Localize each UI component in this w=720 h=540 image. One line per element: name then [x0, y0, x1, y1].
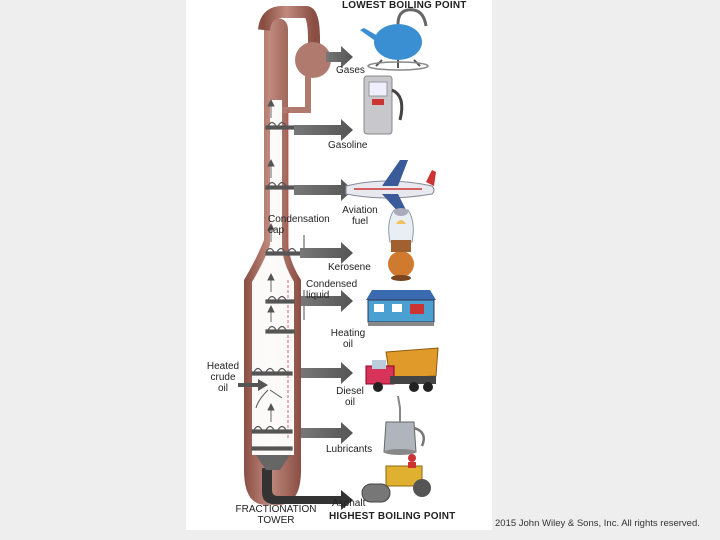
- house-icon: [366, 290, 436, 326]
- label-asphalt: Asphalt: [332, 498, 366, 509]
- diesel-line1: Diesel: [336, 386, 364, 397]
- lubricants-arrow: [301, 422, 353, 444]
- label-heating-oil: Heating oil: [326, 328, 370, 350]
- label-lubricants: Lubricants: [326, 444, 373, 455]
- gas-pump-icon: [363, 75, 404, 135]
- label-condensation-cap: Condensation cap: [268, 214, 330, 236]
- tower-title-line1: FRACTIONATION: [235, 504, 317, 515]
- heating-arrow: [301, 290, 353, 312]
- condensed-line1: Condensed: [306, 279, 358, 290]
- label-heated-crude-oil: Heated crude oil: [200, 361, 246, 394]
- condenser-return: [282, 76, 311, 113]
- condenser-ball: [295, 42, 331, 78]
- vapor-arrows: [267, 98, 275, 422]
- crude-input-arrow: [238, 379, 268, 391]
- tray-5: [265, 325, 295, 334]
- label-gasoline: Gasoline: [328, 140, 368, 151]
- steamroller-icon: [361, 454, 431, 503]
- condensed-line2: liquid: [306, 290, 330, 301]
- gases-arrow: [326, 46, 353, 68]
- oil-can-icon: [383, 395, 425, 455]
- copyright-notice: 2015 John Wiley & Sons, Inc. All rights …: [495, 518, 700, 529]
- tower-title: FRACTIONATION TOWER: [226, 504, 326, 526]
- crude-spray: [255, 389, 283, 409]
- fractionation-figure: LOWEST BOILING POINT Gases Gasoline Avia…: [186, 0, 492, 530]
- trays: [251, 121, 301, 451]
- label-diesel-oil: Diesel oil: [330, 386, 370, 408]
- input-line3: oil: [217, 383, 228, 394]
- tray-4: [265, 295, 295, 304]
- label-aviation-fuel: Aviation fuel: [338, 205, 382, 227]
- input-line2: crude: [210, 372, 236, 383]
- tray-7: [251, 425, 293, 434]
- tower-diagram: [238, 5, 439, 510]
- label-kerosene: Kerosene: [328, 262, 371, 273]
- lowest-boiling-header: LOWEST BOILING POINT: [342, 0, 467, 11]
- diesel-line2: oil: [344, 397, 355, 408]
- bottom-funnel: [256, 455, 290, 470]
- asphalt-arrow: [262, 468, 353, 510]
- aviation-arrow: [294, 179, 353, 201]
- label-gases: Gases: [336, 65, 365, 76]
- oil-lamp-icon: [388, 208, 414, 281]
- condensation-line1: Condensation: [268, 214, 330, 225]
- aviation-line2: fuel: [351, 216, 369, 227]
- kettle-icon: [360, 8, 429, 71]
- label-condensed-liquid: Condensed liquid: [306, 279, 357, 301]
- input-line1: Heated: [206, 361, 240, 372]
- airplane-icon: [345, 160, 436, 214]
- condensation-line2: cap: [268, 225, 285, 236]
- top-pipe: [258, 5, 320, 50]
- tray-6: [251, 367, 293, 376]
- dump-truck-icon: [365, 347, 439, 392]
- heating-line1: Heating: [330, 328, 366, 339]
- product-arrows: [294, 46, 353, 444]
- tray-2: [265, 181, 295, 190]
- tower-title-line2: TOWER: [257, 515, 295, 526]
- heating-line2: oil: [342, 339, 353, 350]
- aviation-line1: Aviation: [342, 205, 378, 216]
- highest-boiling-header: HIGHEST BOILING POINT: [329, 511, 456, 522]
- tray-1: [265, 121, 295, 130]
- tray-8: [251, 446, 293, 451]
- kerosene-arrow: [300, 242, 353, 264]
- diesel-arrow: [301, 362, 353, 384]
- gasoline-arrow: [294, 119, 353, 141]
